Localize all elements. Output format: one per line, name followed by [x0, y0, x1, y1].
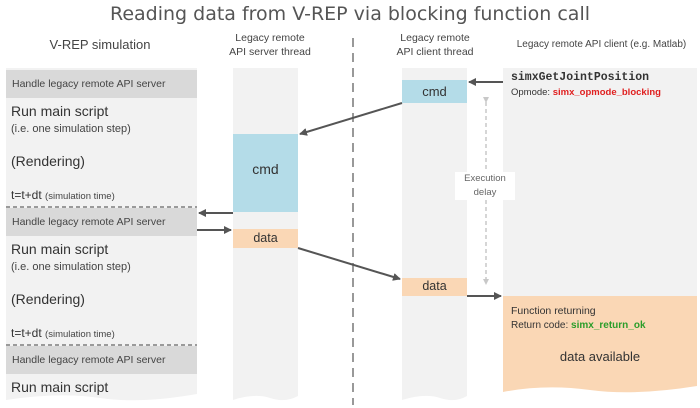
client-title-line2: API client thread: [396, 46, 474, 58]
app-column: [503, 68, 697, 296]
sim-time-note-2: (simulation time): [45, 329, 115, 340]
return-code-label: Return code:: [511, 320, 569, 331]
opmode-line: Opmode: simx_opmode_blocking: [511, 87, 661, 98]
arrow-server-data-to-client: [297, 247, 401, 281]
sim-run-main-script-1: Run main script: [11, 103, 109, 119]
app-torn-edge: [503, 386, 697, 408]
sim-time-step-2: t=t+dt (simulation time): [11, 326, 115, 340]
sim-time-1: t=t+dt: [11, 188, 42, 202]
client-thread-column: [402, 68, 467, 408]
client-data-label: data: [422, 279, 447, 293]
client-column-title: Legacy remote API client thread: [380, 31, 490, 59]
arrow-client-cmd-to-server: [299, 102, 403, 136]
execution-delay-label: Execution delay: [455, 172, 515, 200]
server-cmd-label: cmd: [252, 161, 279, 177]
execution-delay-line2: delay: [455, 186, 515, 200]
server-column-title: Legacy remote API server thread: [215, 31, 325, 59]
client-cmd-label: cmd: [422, 84, 447, 99]
opmode-value: simx_opmode_blocking: [552, 87, 661, 98]
app-data-available-area: [503, 296, 697, 398]
sim-time-note-1: (simulation time): [45, 191, 115, 202]
server-data-label: data: [253, 231, 278, 245]
server-cmd-box: [233, 134, 298, 212]
sim-time-step-1: t=t+dt (simulation time): [11, 188, 115, 202]
sim-run-main-script-2: Run main script: [11, 241, 109, 257]
function-call-name: simxGetJointPosition: [511, 71, 650, 84]
sim-handle-header-2: Handle legacy remote API server: [6, 208, 197, 236]
data-available-text: data available: [559, 349, 641, 364]
sim-handle-header-1: Handle legacy remote API server: [6, 70, 197, 98]
server-data-box: [233, 229, 298, 248]
opmode-label: Opmode:: [511, 87, 551, 98]
client-torn-edge: [402, 395, 467, 408]
sim-time-2: t=t+dt: [11, 326, 42, 340]
sim-rendering-2: (Rendering): [11, 291, 85, 307]
function-returning-text: Function returning: [511, 305, 596, 317]
client-title-line1: Legacy remote: [400, 32, 470, 44]
server-title-line1: Legacy remote: [235, 32, 305, 44]
simulation-column-title: V-REP simulation: [49, 37, 151, 52]
diagram-title: Reading data from V-REP via blocking fun…: [109, 3, 591, 25]
sim-rendering-1: (Rendering): [11, 153, 85, 169]
client-cmd-box: [402, 80, 467, 103]
execution-delay-line1: Execution: [455, 172, 515, 186]
return-code-line: Return code: simx_return_ok: [511, 320, 646, 331]
server-title-line2: API server thread: [229, 46, 311, 58]
sim-handle-header-3: Handle legacy remote API server: [6, 346, 197, 374]
server-torn-edge: [233, 395, 298, 408]
app-column-title: Legacy remote API client (e.g. Matlab): [516, 39, 687, 50]
return-code-value: simx_return_ok: [571, 320, 646, 331]
sim-run-main-script-3: Run main script: [11, 379, 109, 395]
sim-one-step-1: (i.e. one simulation step): [11, 123, 131, 135]
sim-one-step-2: (i.e. one simulation step): [11, 261, 131, 273]
client-data-box: [402, 278, 467, 296]
simulation-torn-edge: [6, 394, 197, 408]
